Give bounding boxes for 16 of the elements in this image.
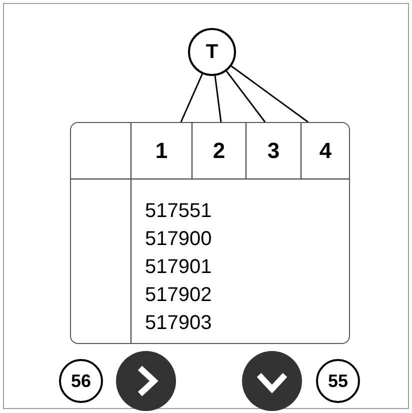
column-header: 4 (301, 122, 350, 179)
callout-letter: T (188, 28, 236, 76)
leader-line (230, 66, 308, 123)
table-value: 517551 (145, 200, 212, 222)
leader-line (214, 76, 222, 122)
table-value: 517901 (145, 256, 212, 278)
column-header: 2 (192, 122, 246, 179)
callout-number: 55 (316, 359, 360, 403)
leader-line (180, 74, 203, 122)
callout-number: 56 (59, 359, 103, 403)
column-header: 1 (131, 122, 192, 179)
table-value: 517903 (145, 312, 212, 334)
column-header: 3 (246, 122, 301, 179)
table-value: 517900 (145, 228, 212, 250)
leader-line (226, 70, 266, 122)
table-value: 517902 (145, 284, 212, 306)
